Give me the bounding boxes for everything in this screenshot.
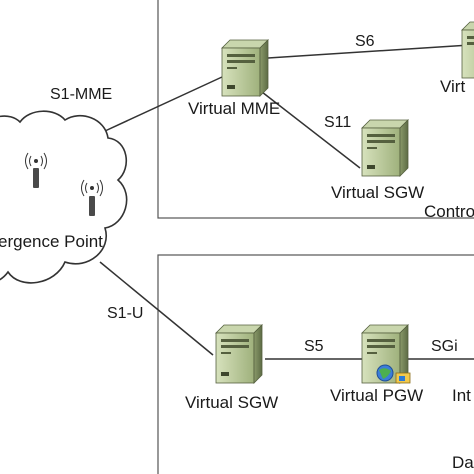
node-label-internet: Int xyxy=(452,386,471,405)
node-label-virtual-sgw-control: Virtual SGW xyxy=(331,183,425,202)
link-label-s1-u: S1-U xyxy=(107,305,144,322)
node-label-virtual-sgw-data: Virtual SGW xyxy=(185,393,279,412)
control-plane-box xyxy=(157,0,474,219)
antenna-icon xyxy=(25,152,47,188)
server-icon xyxy=(361,119,409,177)
node-label-virtual-pgw: Virtual PGW xyxy=(330,386,424,405)
link-s1-u xyxy=(99,261,214,356)
node-label-virtual-mme: Virtual MME xyxy=(188,99,281,118)
link-s6 xyxy=(267,44,471,59)
link-s1-mme xyxy=(104,76,223,132)
region-label-data-plane: Da xyxy=(452,453,474,472)
region-label-convergence-point: ergence Point xyxy=(0,232,103,251)
link-label-s1-mme: S1-MME xyxy=(50,86,113,103)
server-icon xyxy=(215,324,263,384)
cloud-icon xyxy=(0,110,128,284)
server-icon xyxy=(221,39,269,97)
globe-icon xyxy=(376,364,411,384)
link-label-s5: S5 xyxy=(304,338,324,355)
node-label-virtual-top-right: Virt xyxy=(440,77,466,96)
link-label-s11: S11 xyxy=(324,114,352,131)
data-plane-box xyxy=(157,254,474,474)
link-label-s6: S6 xyxy=(355,33,375,50)
region-label-control-plane: Contro xyxy=(424,202,474,221)
link-s11 xyxy=(261,91,361,169)
server-icon xyxy=(461,21,474,79)
link-label-sgi: SGi xyxy=(431,338,458,355)
antenna-icon xyxy=(81,179,103,216)
